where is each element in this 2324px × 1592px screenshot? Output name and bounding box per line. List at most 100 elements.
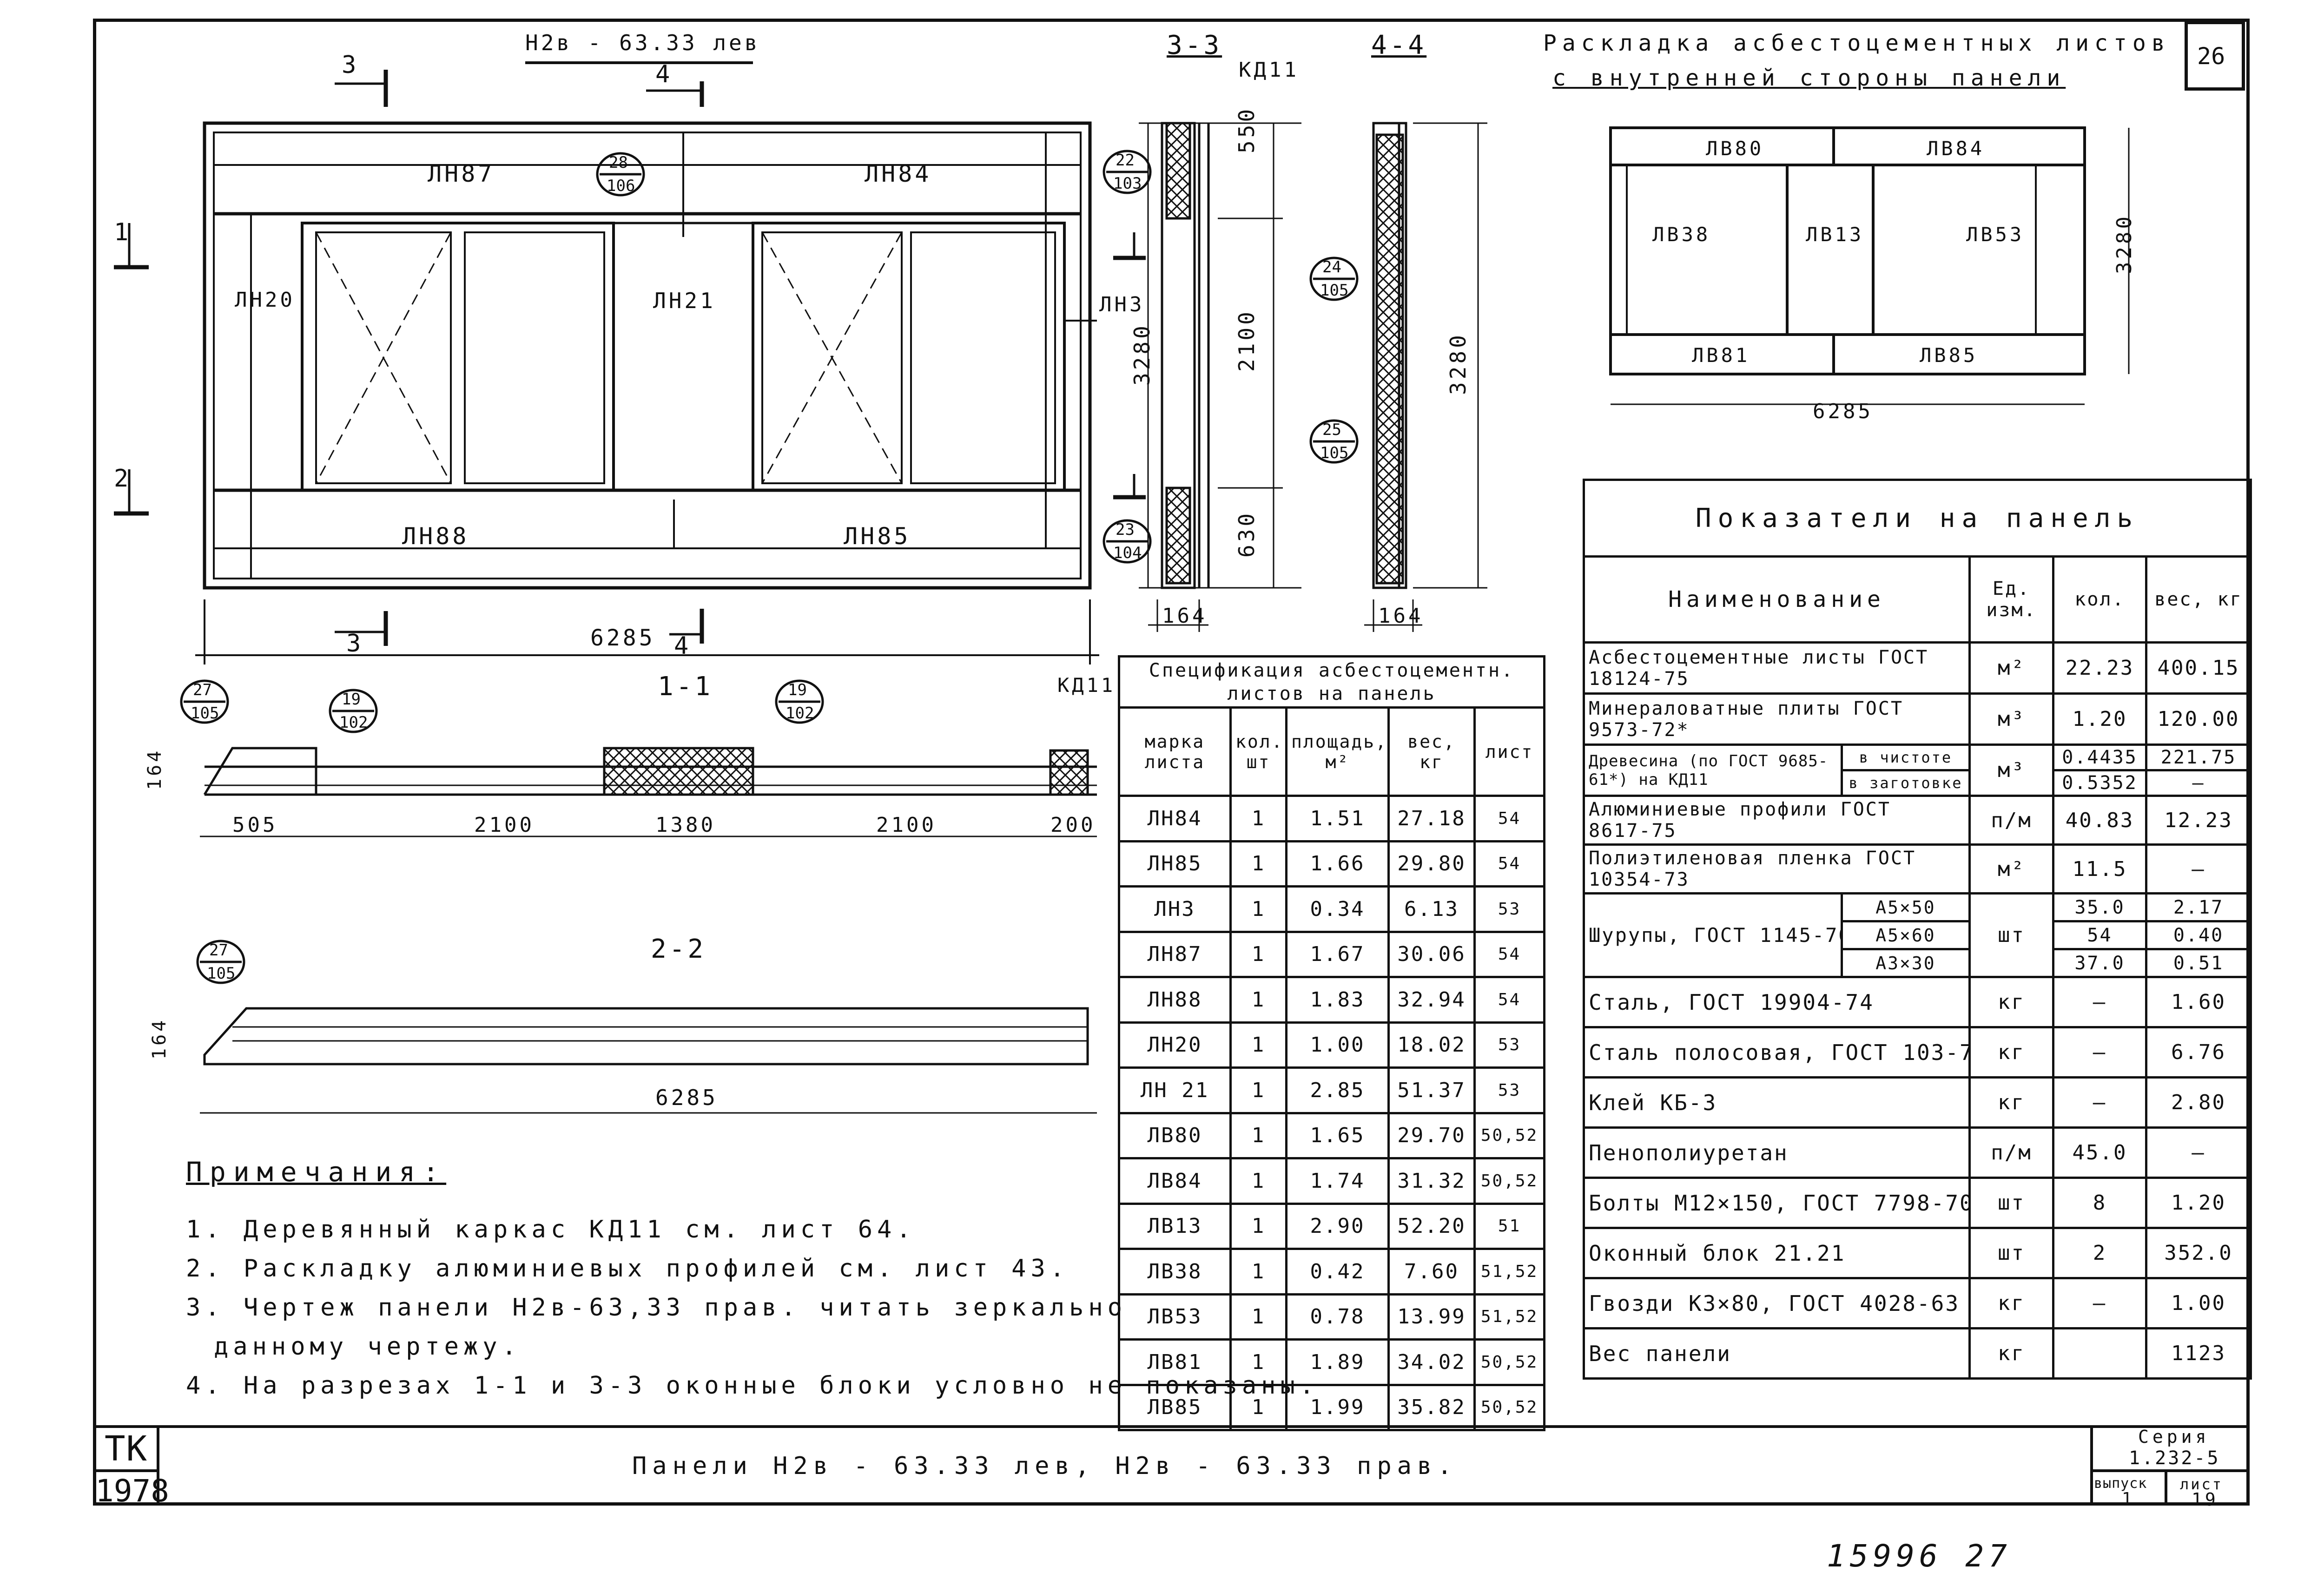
ind-name: Сталь полосовая, ГОСТ 103-76 [1583,1026,1971,1079]
spec-mark: ЛВ53 [1118,1293,1232,1341]
callout-main-top: 28 [609,153,628,172]
ind-sub: в заготовке [1841,769,1971,797]
dim-505: 505 [232,813,278,837]
section-4-4-width: 164 [1378,604,1424,628]
ind-sub: А5×60 [1841,920,1971,950]
stamp-issue: 1 [2122,1489,2135,1508]
spec-mark: ЛВ13 [1118,1202,1232,1250]
note-item: 2. Раскладку алюминиевых профилей см. ли… [186,1255,1070,1283]
ind-unit: м³ [1968,692,2054,746]
spec-weight: 7.60 [1387,1248,1476,1296]
layout-panel-lv80: ЛВ80 [1706,137,1764,160]
dim-1380: 1380 [655,813,716,837]
spec-area: 1.65 [1285,1112,1390,1159]
layout-dim-width: 6285 [1813,400,1873,423]
ind-unit: кг [1968,976,2054,1028]
spec-area: 1.99 [1285,1383,1390,1431]
footer-number: 15996 27 [1827,1538,2012,1574]
spec-qty: 1 [1229,1112,1287,1159]
ind-header-unit: Ед. изм. [1968,555,2054,644]
main-view-title: Н2в - 63.33 лев [525,30,760,55]
notes-title: Примечания: [186,1156,447,1188]
ind-row-3b: в заготовке 0.5352 — [1584,769,2252,797]
ind-row-1: Асбестоцементные листы ГОСТ 18124-75 м² … [1583,641,2252,695]
spec-mark: ЛВ81 [1118,1338,1232,1386]
section-1-1-height: 164 [144,748,165,790]
spec-weight: 13.99 [1387,1293,1476,1341]
callout-105-a: 105 [1320,281,1349,300]
callout-19-a: 19 [342,690,361,709]
cut-mark-2: 2 [114,465,132,493]
dim-630: 630 [1234,510,1259,558]
main-panel-outline [203,121,1092,590]
spec-weight: 6.13 [1387,885,1476,933]
layout-panel-lv85: ЛВ85 [1920,344,1978,367]
callout-102-a: 102 [339,713,368,732]
callout-27: 27 [193,681,212,699]
layout-title-line2: с внутренней стороны панели [1552,65,2066,91]
spec-header-weight: вес, кг [1387,706,1476,797]
spec-sheet: 54 [1473,840,1546,888]
ind-weight: 1.20 [2145,1177,2252,1229]
spec-area: 0.34 [1285,885,1390,933]
ind-row-6b: А5×60 54 0.40 [1584,920,2252,950]
ind-weight: 6.76 [2145,1026,2252,1079]
indicators-title: Показатели на панель [1582,479,2252,558]
spec-sheet: 54 [1473,930,1546,978]
panel-label-ln20: ЛН20 [235,288,295,312]
ind-name: Сталь, ГОСТ 19904-74 [1583,976,1971,1028]
section-1-1-frame-label: КД11 [1057,674,1116,697]
ind-name: Пенополиуретан [1583,1126,1971,1179]
stamp-sheet: 19 [2192,1489,2218,1510]
ind-qty: 8 [2052,1177,2147,1229]
section-2-2-width: 6285 [655,1085,718,1110]
spec-title: Спецификация асбестоцементн. листов на п… [1117,655,1546,709]
cut-mark-3-top: 3 [342,51,359,79]
spec-area: 2.90 [1285,1202,1390,1250]
ind-row-4: Алюминиевые профили ГОСТ 8617-75 п/м 40.… [1583,795,2252,846]
panel-label-ln88: ЛН88 [402,523,469,550]
spec-mark: ЛВ85 [1118,1383,1232,1431]
spec-qty: 1 [1229,1338,1287,1386]
spec-sheet: 51 [1473,1202,1546,1250]
dim-3280-s44: 3280 [1446,332,1471,395]
ind-name: Клей КБ-3 [1583,1076,1971,1129]
section-1-1-graphic [180,679,1097,837]
dim-2100-a: 2100 [474,813,535,837]
layout-dim-height: 3280 [2113,214,2136,274]
layout-title-line1: Раскладка асбестоцементных листов [1543,30,2171,56]
ind-qty [2052,1327,2147,1380]
ind-unit: кг [1968,1277,2054,1329]
ind-unit: кг [1968,1327,2054,1380]
layout-panel-lv13: ЛВ13 [1806,223,1864,246]
ind-unit: п/м [1968,795,2054,846]
spec-weight: 34.02 [1387,1338,1476,1386]
callout-22: 22 [1116,151,1135,170]
cut-mark-4-top: 4 [655,60,673,88]
panel-label-ln84: ЛН84 [865,160,932,187]
ind-weight: 12.23 [2145,795,2252,846]
spec-mark: ЛВ84 [1118,1157,1232,1205]
ind-header-weight: вес, кг [2145,555,2252,644]
ind-sub: А3×30 [1841,948,1971,978]
ind-qty: 22.23 [2052,641,2147,695]
spec-sheet: 50,52 [1473,1157,1546,1205]
ind-qty: — [2052,976,2147,1028]
spec-mark: ЛН84 [1118,795,1232,842]
ind-qty: — [2052,1076,2147,1129]
panel-label-ln21: ЛН21 [653,288,716,313]
spec-title-line2: листов на панель [1227,683,1436,704]
ind-weight: 1123 [2145,1327,2252,1380]
ind-unit: м² [1968,843,2054,895]
cut-mark-3-bottom: 3 [346,630,364,658]
cut-mark-1: 1 [114,218,132,246]
dim-2100-b: 2100 [876,813,937,837]
spec-sheet: 53 [1473,1021,1546,1069]
